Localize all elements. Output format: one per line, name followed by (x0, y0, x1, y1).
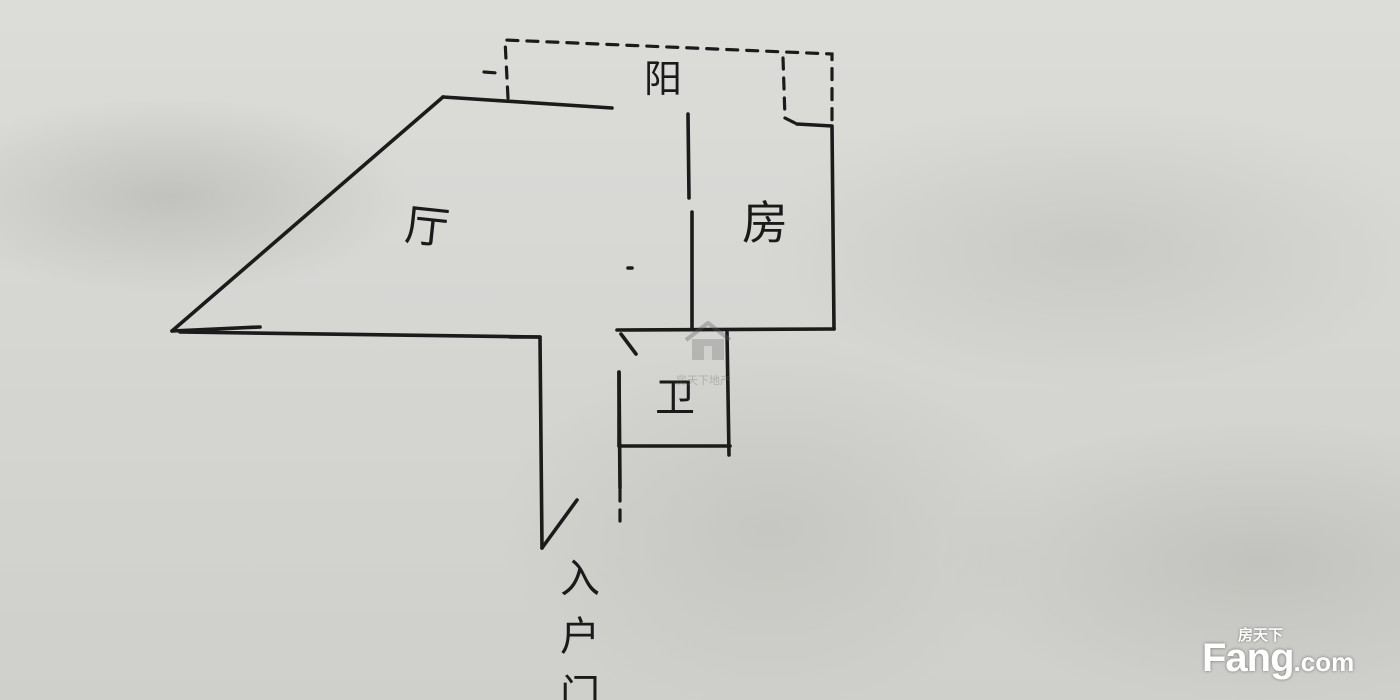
balcony-dashed-left-tick (482, 70, 500, 75)
brand-main-text: Fang (1202, 636, 1295, 680)
brand-suffix-text: .com (1293, 647, 1355, 677)
corridor-left-wall (508, 335, 544, 550)
bedroom-right-wall (795, 122, 836, 331)
center-watermark: 房天下地产 (676, 320, 766, 390)
living-room-top-wall (441, 95, 614, 110)
bedroom-bottom-wall (615, 327, 836, 332)
entrance-door-swing (540, 498, 579, 550)
entrance-label: 入户门 (560, 556, 600, 700)
living-room-label: 厅 (402, 199, 452, 256)
balcony-dashed-outline (503, 38, 834, 126)
living-room-diagonal-wall (170, 95, 445, 333)
center-watermark-text: 房天下地产 (676, 374, 731, 387)
bathroom-right-wall (725, 330, 731, 457)
partition-wall (686, 112, 694, 330)
fang-brand-watermark: 房天下 Fang.com (1202, 624, 1382, 684)
brand-top-text: 房天下 (1238, 626, 1284, 644)
balcony-dashed-divider (781, 56, 799, 126)
living-room-bottom-wall (170, 325, 542, 339)
house-logo-icon (684, 321, 732, 360)
balcony-label: 阳 (644, 57, 683, 101)
bathroom-label: 卫 (655, 375, 695, 421)
bathroom-top-flare (619, 332, 638, 356)
brand-logo-text: Fang.com (1202, 636, 1354, 681)
bedroom-label: 房 (742, 196, 788, 250)
